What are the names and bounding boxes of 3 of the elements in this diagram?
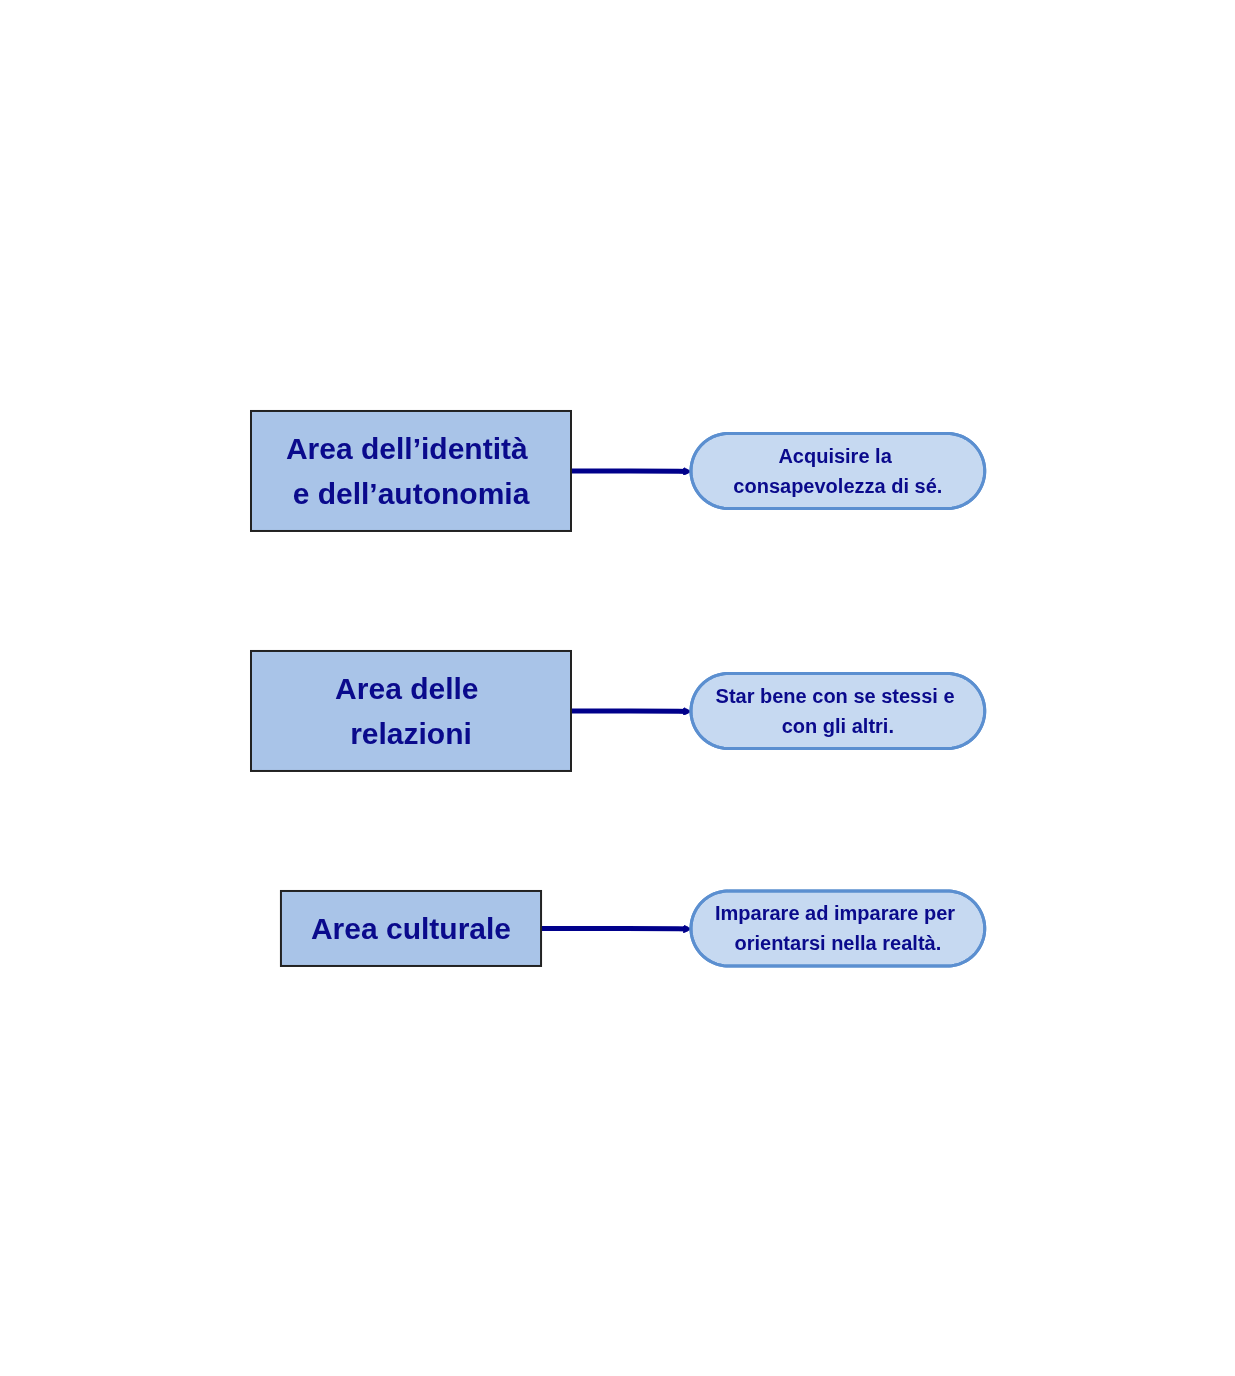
node-box: Area dell’identità e dell’autonomia bbox=[249, 409, 572, 532]
node-box: Area delle relazioni bbox=[249, 649, 572, 772]
node-box: Area culturale bbox=[279, 889, 542, 967]
